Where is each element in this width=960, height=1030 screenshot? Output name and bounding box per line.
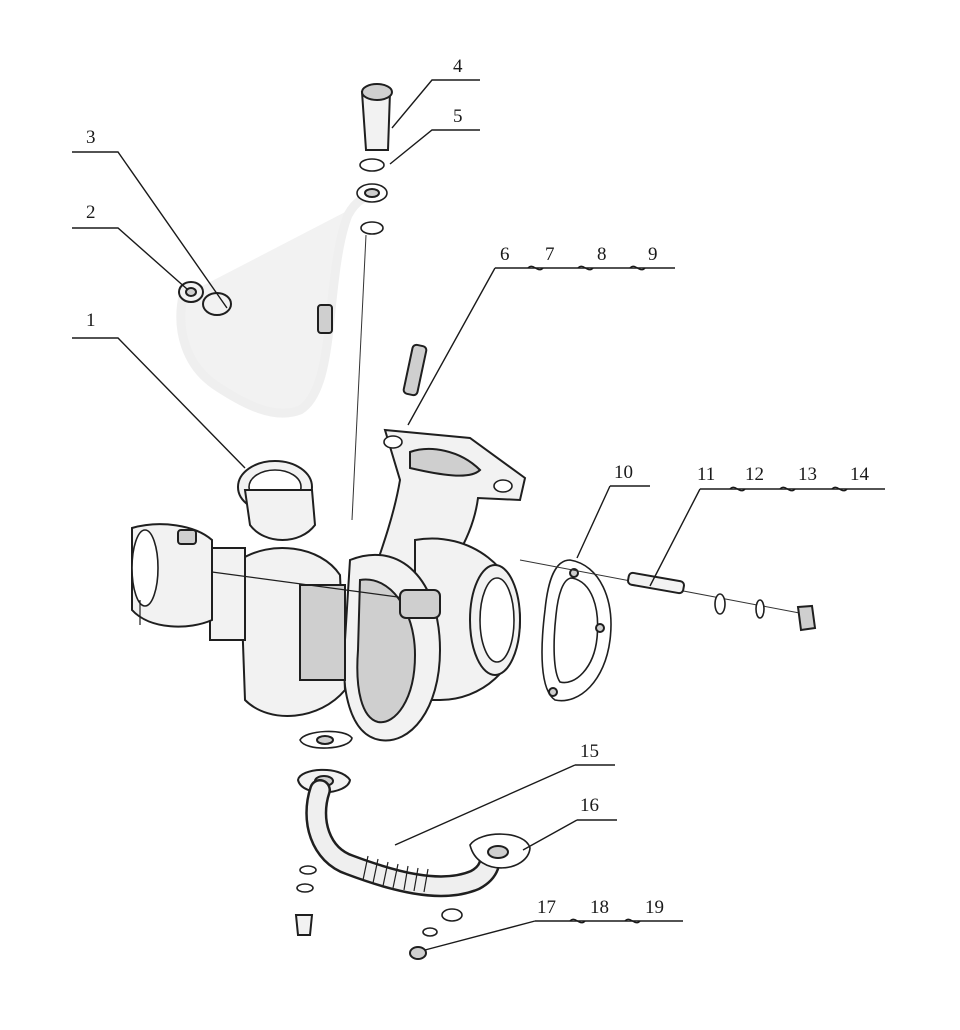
- compressor-housing: [342, 537, 522, 742]
- label-9: 9: [648, 244, 658, 265]
- leader-lines: [72, 79, 885, 951]
- label-15: 15: [580, 741, 599, 762]
- label-3: 3: [86, 127, 96, 148]
- label-2: 2: [86, 202, 96, 223]
- label-16: 16: [580, 795, 599, 816]
- label-5: 5: [453, 106, 463, 127]
- label-17: 17: [537, 897, 556, 918]
- label-14: 14: [850, 464, 870, 485]
- label-10: 10: [614, 462, 633, 483]
- drain-fasteners: [294, 865, 463, 960]
- label-6: 6: [500, 244, 510, 265]
- label-19: 19: [645, 897, 664, 918]
- oil-feed-pipe: [176, 83, 393, 521]
- wastegate-actuator: [131, 523, 441, 628]
- label-group-dividers: [527, 265, 848, 924]
- label-12: 12: [745, 464, 764, 485]
- label-4: 4: [453, 56, 463, 77]
- label-18: 18: [590, 897, 609, 918]
- label-13: 13: [798, 464, 817, 485]
- center-housing: [209, 460, 347, 717]
- label-8: 8: [597, 244, 607, 265]
- label-11: 11: [697, 464, 715, 485]
- part-labels: 1 2 3 4 5 6 7 8 9 10 11 12 13 14 15 16 1…: [86, 56, 870, 918]
- label-7: 7: [545, 244, 555, 265]
- label-1: 1: [86, 310, 96, 331]
- oil-drain-pipe: [296, 730, 531, 898]
- outlet-stud-nuts: [519, 559, 817, 632]
- outlet-gasket: [541, 559, 612, 702]
